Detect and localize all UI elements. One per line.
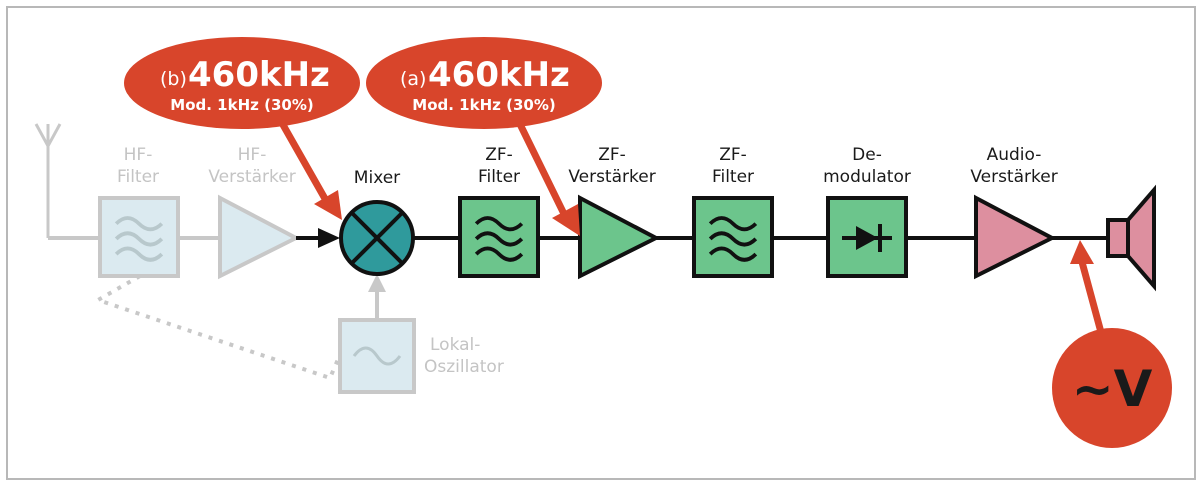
demodulator-label-line1: De- <box>852 145 882 165</box>
callout-a-bubble <box>366 37 602 129</box>
lo-dotted-link <box>93 274 344 381</box>
zf-filter-2-label-line1: ZF- <box>719 145 747 165</box>
hf-amplifier-triangle <box>218 194 301 280</box>
audio-amp-label-line2: Verstärker <box>970 167 1057 187</box>
voltmeter-bubble <box>1052 328 1172 448</box>
local-oscillator-label-line1: Lokal- <box>430 335 480 355</box>
voltmeter-arrowhead <box>1070 240 1094 264</box>
mixer-input-arrow <box>318 228 340 248</box>
demodulator-label-line2: modulator <box>823 167 911 187</box>
callout-a-prefix: (a) <box>400 68 426 90</box>
hf-amp-label-line1: HF- <box>238 145 267 165</box>
voltmeter-label: ~V <box>1072 360 1153 418</box>
zf-amp-label-line2: Verstärker <box>568 167 655 187</box>
hf-filter-label-line2: Filter <box>117 167 159 187</box>
antenna-icon <box>34 123 62 238</box>
zf-filter-1-label-line2: Filter <box>478 167 520 187</box>
audio-amp-label-line1: Audio- <box>987 145 1042 165</box>
lo-feed-arrow <box>368 274 386 292</box>
hf-amp-label-line2: Verstärker <box>208 167 295 187</box>
mixer-icon <box>339 200 415 276</box>
local-oscillator-label-line2: Oszillator <box>424 357 504 377</box>
zf-amplifier-triangle <box>578 194 661 280</box>
callout-a-arrowhead <box>552 204 580 236</box>
zf-filter-1-label-line1: ZF- <box>485 145 513 165</box>
mixer-label: Mixer <box>354 168 400 188</box>
callout-b-frequency: 460kHz <box>188 55 330 95</box>
zf-filter-2-label-line2: Filter <box>712 167 754 187</box>
callout-b-prefix: (b) <box>160 68 187 90</box>
zf-amp-label-line1: ZF- <box>598 145 626 165</box>
audio-amplifier-triangle <box>974 194 1057 280</box>
callout-a-modulation: Mod. 1kHz (30%) <box>412 96 555 114</box>
diode-icon <box>842 224 892 252</box>
sine-icon <box>352 346 402 366</box>
voltmeter-pointer <box>1078 258 1106 340</box>
callout-a-pointer <box>512 112 570 222</box>
speaker-icon <box>1106 184 1156 292</box>
callout-b-modulation: Mod. 1kHz (30%) <box>170 96 313 114</box>
callout-b-pointer <box>274 112 332 208</box>
callout-a-frequency: 460kHz <box>428 55 570 95</box>
hf-filter-label-line1: HF- <box>124 145 153 165</box>
callout-b-bubble <box>124 37 360 129</box>
callout-b-arrowhead <box>314 190 342 220</box>
